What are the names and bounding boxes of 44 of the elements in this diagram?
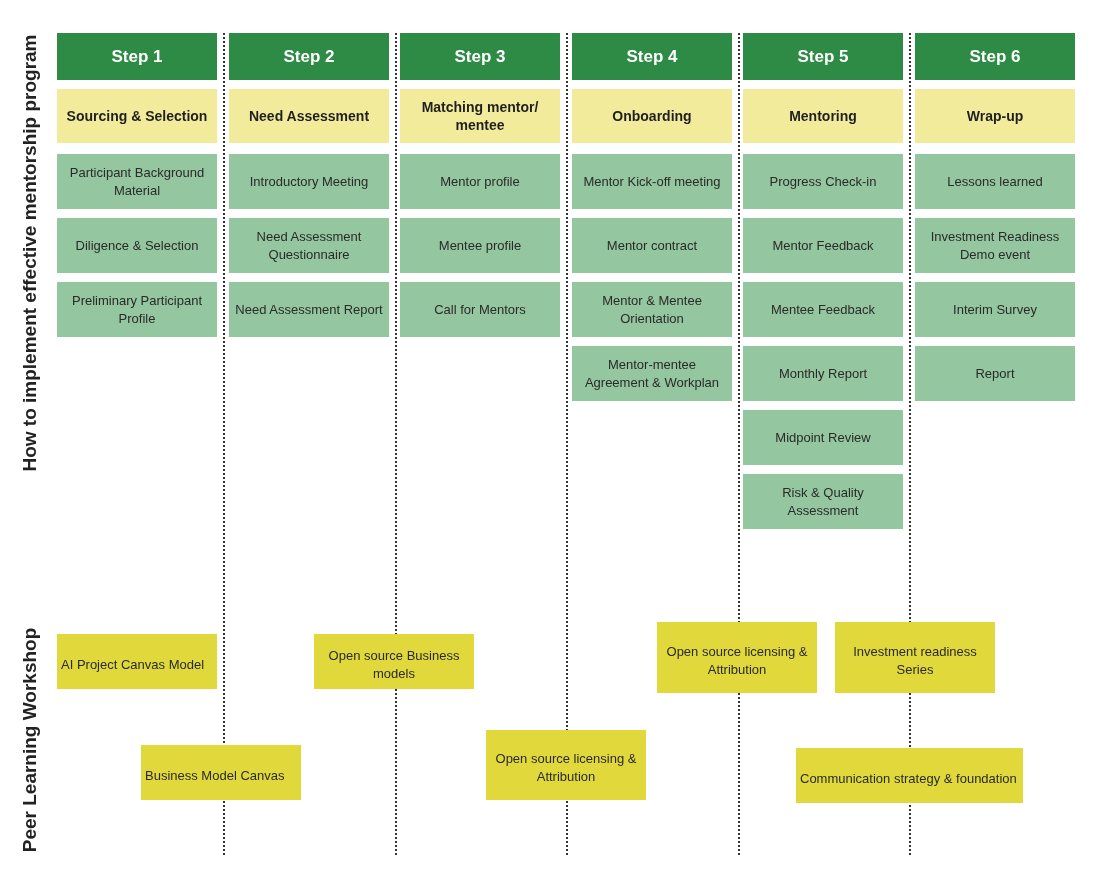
- activity-box: Investment Readiness Demo event: [915, 218, 1075, 273]
- workshop-box: Communication strategy & foundation: [796, 748, 1023, 803]
- activity-box: Mentor profile: [400, 154, 560, 209]
- activity-box: Progress Check-in: [743, 154, 903, 209]
- activity-box: Introductory Meeting: [229, 154, 389, 209]
- activity-box: Need Assessment Report: [229, 282, 389, 337]
- activity-box: Risk & Quality Assessment: [743, 474, 903, 529]
- activity-box: Diligence & Selection: [57, 218, 217, 273]
- phase-title-box: Matching mentor/ mentee: [400, 89, 560, 143]
- activity-box: Mentor & Mentee Orientation: [572, 282, 732, 337]
- phase-title-box: Need Assessment: [229, 89, 389, 143]
- activity-box: Mentor contract: [572, 218, 732, 273]
- activity-box: Mentor Kick-off meeting: [572, 154, 732, 209]
- activity-box: Mentor Feedback: [743, 218, 903, 273]
- phase-title-box: Onboarding: [572, 89, 732, 143]
- phase-title-box: Mentoring: [743, 89, 903, 143]
- workshop-box: Investment readiness Series: [835, 622, 995, 693]
- step-header: Step 1: [57, 33, 217, 80]
- activity-box: Preliminary Participant Profile: [57, 282, 217, 337]
- workshop-box: Open source Business models: [314, 634, 474, 689]
- activity-box: Need Assessment Questionnaire: [229, 218, 389, 273]
- activity-box: Lessons learned: [915, 154, 1075, 209]
- activity-box: Report: [915, 346, 1075, 401]
- workshop-box: AI Project Canvas Model: [57, 634, 217, 689]
- workshop-box: Open source licensing & Attribution: [657, 622, 817, 693]
- activity-box: Participant Background Material: [57, 154, 217, 209]
- step-header: Step 5: [743, 33, 903, 80]
- side-heading: Peer Learning Workshop: [17, 627, 41, 853]
- side-heading: How to implement effective mentorship program: [17, 34, 41, 472]
- activity-box: Monthly Report: [743, 346, 903, 401]
- step-header: Step 4: [572, 33, 732, 80]
- workshop-box: Open source licensing & Attribution: [486, 730, 646, 800]
- step-header: Step 6: [915, 33, 1075, 80]
- activity-box: Mentor-mentee Agreement & Workplan: [572, 346, 732, 401]
- activity-box: Call for Mentors: [400, 282, 560, 337]
- workshop-box: Business Model Canvas: [141, 745, 301, 800]
- phase-title-box: Wrap-up: [915, 89, 1075, 143]
- phase-title-box: Sourcing & Selection: [57, 89, 217, 143]
- activity-box: Mentee profile: [400, 218, 560, 273]
- step-header: Step 3: [400, 33, 560, 80]
- activity-box: Midpoint Review: [743, 410, 903, 465]
- activity-box: Mentee Feedback: [743, 282, 903, 337]
- step-header: Step 2: [229, 33, 389, 80]
- activity-box: Interim Survey: [915, 282, 1075, 337]
